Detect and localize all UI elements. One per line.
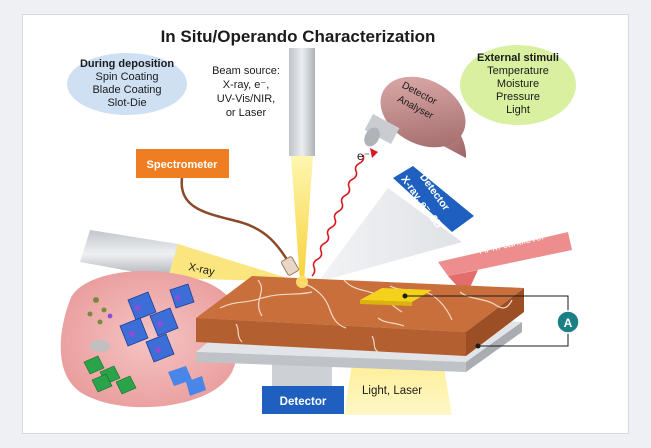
deposition-method: Slot-Die bbox=[107, 97, 146, 109]
xray-label: X-ray bbox=[187, 261, 216, 278]
beam-source-label: Beam source: X-ray, e⁻, UV-Vis/NIR, or L… bbox=[212, 65, 280, 119]
spectrometer-label: Spectrometer bbox=[147, 159, 219, 171]
detector-analyser: Detector Analyser bbox=[364, 76, 467, 158]
svg-text:X-ray, e⁻,: X-ray, e⁻, bbox=[223, 79, 270, 91]
svg-text:Beam source:: Beam source: bbox=[212, 65, 280, 77]
beam-source-tube bbox=[289, 48, 315, 282]
beam-spot bbox=[296, 276, 308, 288]
external-stimuli-heading: External stimuli bbox=[477, 52, 559, 64]
during-deposition-heading: During deposition bbox=[80, 58, 174, 70]
electron-label: e⁻ bbox=[357, 149, 370, 163]
svg-text:UV-Vis/NIR,: UV-Vis/NIR, bbox=[217, 93, 275, 105]
spectrometer: Spectrometer bbox=[136, 149, 299, 276]
ammeter-icon bbox=[556, 310, 580, 334]
electrode bbox=[360, 288, 432, 302]
stimulus-item: Pressure bbox=[496, 91, 540, 103]
light-laser-label: Light, Laser bbox=[362, 385, 422, 397]
during-deposition-bubble: During deposition Spin Coating Blade Coa… bbox=[67, 53, 187, 115]
stimulus-item: Temperature bbox=[487, 65, 549, 77]
crystal-structure-blob bbox=[60, 270, 242, 408]
diagram-title: In Situ/Operando Characterization bbox=[161, 27, 436, 46]
stimulus-item: Light bbox=[506, 104, 530, 116]
ammeter-circuit: A bbox=[402, 293, 580, 349]
ammeter-label: A bbox=[564, 316, 573, 330]
detector-2d-cone bbox=[318, 188, 462, 282]
stimulus-item: Moisture bbox=[497, 78, 539, 90]
deposition-method: Blade Coating bbox=[92, 84, 161, 96]
bottom-detector-label: Detector bbox=[280, 396, 327, 408]
svg-text:or Laser: or Laser bbox=[226, 107, 267, 119]
deposition-method: Spin Coating bbox=[96, 71, 159, 83]
electron-emission: e⁻ bbox=[311, 148, 378, 277]
external-stimuli-bubble: External stimuli Temperature Moisture Pr… bbox=[460, 45, 576, 125]
xray-tube: X-ray bbox=[80, 230, 300, 282]
thin-film bbox=[196, 276, 524, 356]
